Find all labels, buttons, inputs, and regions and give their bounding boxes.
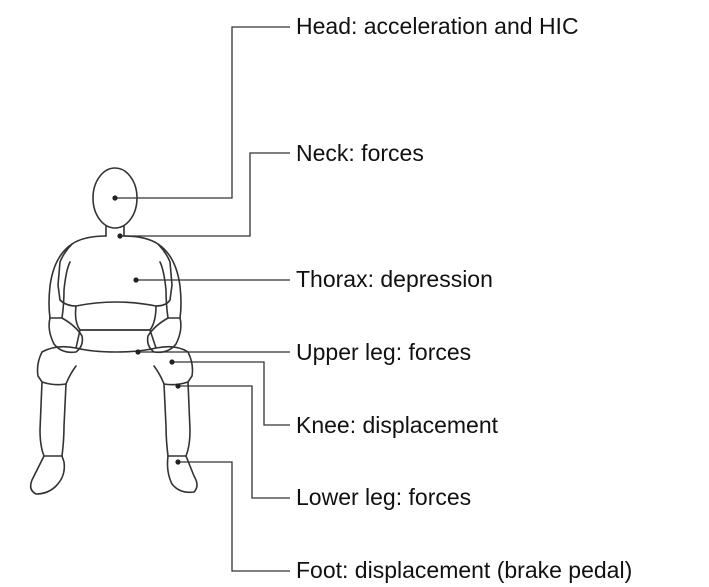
leader-head bbox=[115, 27, 290, 198]
dummy-left-knee-line bbox=[42, 382, 66, 385]
dummy-left-leg bbox=[38, 347, 77, 456]
dummy-torso bbox=[58, 236, 172, 306]
dot-knee bbox=[169, 359, 174, 364]
label-neck: Neck: forces bbox=[296, 139, 424, 167]
dummy-right-arm bbox=[158, 244, 181, 318]
label-thorax: Thorax: depression bbox=[296, 265, 493, 293]
label-lower-leg: Lower leg: forces bbox=[296, 483, 471, 511]
dummy-waist bbox=[76, 306, 157, 330]
dummy-figure bbox=[31, 168, 197, 494]
label-head: Head: acceleration and HIC bbox=[296, 12, 579, 40]
dot-thorax bbox=[133, 277, 138, 282]
dummy-left-foot bbox=[31, 456, 65, 494]
dot-upper-leg bbox=[135, 349, 140, 354]
leader-neck bbox=[120, 153, 290, 236]
dot-foot bbox=[175, 459, 180, 464]
label-upper-leg: Upper leg: forces bbox=[296, 338, 471, 366]
label-foot: Foot: displacement (brake pedal) bbox=[296, 556, 632, 584]
dot-lower-leg bbox=[175, 383, 180, 388]
dot-neck bbox=[117, 233, 122, 238]
leader-lines bbox=[115, 27, 290, 571]
leader-lower-leg bbox=[178, 386, 290, 498]
dummy-pelvis bbox=[76, 330, 156, 352]
dummy-left-arm bbox=[49, 244, 72, 318]
dot-head bbox=[112, 195, 117, 200]
label-knee: Knee: displacement bbox=[296, 411, 498, 439]
dummy-right-knee-line bbox=[164, 382, 188, 385]
